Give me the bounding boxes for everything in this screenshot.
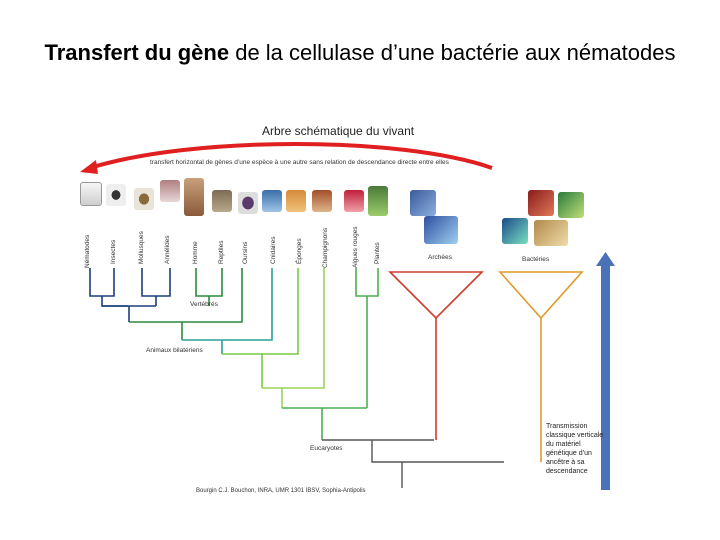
arrowhead-icon: [80, 160, 98, 174]
figure-title: Arbre schématique du vivant: [262, 124, 414, 138]
taxon-label: Insectes: [110, 240, 117, 264]
plant-image: [368, 186, 388, 216]
taxon-label: Annélides: [164, 235, 171, 264]
tree-of-life-figure: Arbre schématique du vivant transfert ho…: [72, 118, 632, 508]
bacteria-image-2: [558, 192, 584, 218]
root-branches: [322, 440, 504, 488]
cnidarian-image: [262, 190, 282, 212]
taxon-label: Éponges: [296, 238, 303, 264]
mollusc-image: [134, 188, 154, 210]
red-algae-image: [344, 190, 364, 212]
insect-image: [106, 184, 126, 206]
bacteria-image: [528, 190, 554, 216]
group-label-eukaryotes: Eucaryotes: [310, 445, 343, 452]
taxon-label: Nématodes: [84, 235, 91, 268]
taxon-label: Plantes: [374, 242, 381, 264]
group-label-vertebrates: Vertébrés: [190, 301, 218, 308]
taxon-label: Oursins: [242, 242, 249, 264]
transfer-label: transfert horizontal de gènes d’une espè…: [150, 159, 449, 166]
group-label-bacteria: Bactéries: [522, 256, 549, 263]
taxon-label: Algues rouges: [352, 226, 359, 268]
sponge-image: [286, 190, 306, 212]
archaea-image: [410, 190, 436, 216]
protostome-branches: [90, 268, 170, 322]
taxon-label: Reptiles: [218, 241, 225, 264]
nematode-image: [80, 182, 102, 206]
figure-credit: Bourgin C.J. Bouchon, INRA, UMR 1301 IBS…: [196, 488, 366, 494]
taxon-label: Cnidaires: [270, 237, 277, 264]
sponge-branches: [222, 268, 298, 388]
title-bold: Transfert du gène: [45, 40, 230, 65]
annelid-image: [160, 180, 180, 202]
slide-title: Transfert du gène de la cellulase d’une …: [40, 38, 680, 68]
blue-arrow-head-icon: [596, 252, 615, 266]
taxon-label: Homme: [192, 241, 199, 264]
archaea-tree: [390, 272, 482, 440]
reptile-image: [212, 190, 232, 212]
fungus-image: [312, 190, 332, 212]
urchin-image: [238, 192, 258, 214]
bacteria-image-4: [534, 220, 568, 246]
human-image: [184, 178, 204, 216]
taxon-label: Champignons: [322, 228, 329, 268]
transmission-note: Transmission classique verticale du maté…: [546, 422, 608, 476]
taxon-label: Mollusques: [138, 231, 145, 264]
bacteria-image-3: [502, 218, 528, 244]
vertebrate-branches: [129, 268, 242, 340]
group-label-animals: Animaux bilatériens: [146, 347, 203, 354]
archaea-image-2: [424, 216, 458, 244]
title-rest: de la cellulase d’une bactérie aux némat…: [229, 40, 675, 65]
group-label-archaea: Archées: [428, 254, 452, 261]
